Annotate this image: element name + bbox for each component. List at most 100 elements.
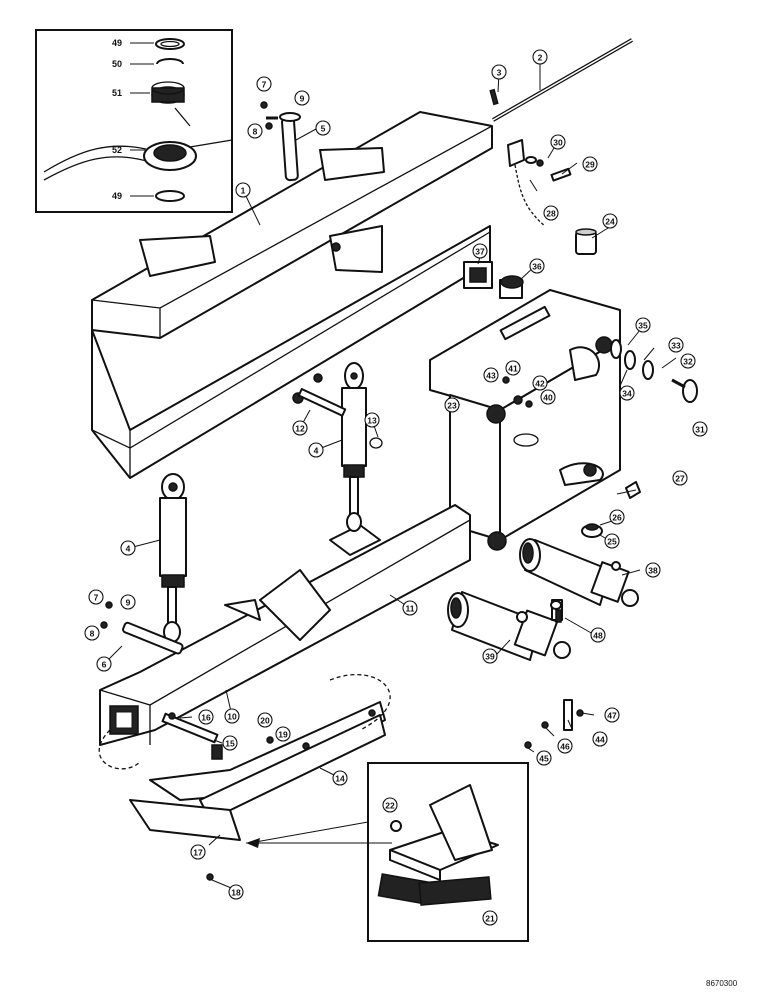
callout-circle [235, 182, 251, 198]
lower-beam [99, 504, 471, 746]
callout-number: 16 [201, 713, 211, 723]
callout-circle [505, 360, 521, 376]
callout: 19 [275, 726, 291, 742]
callout-number: 9 [126, 598, 131, 608]
drawing-code: 8670300 [706, 979, 738, 988]
pad-detail-inset [246, 762, 529, 942]
callout: 40 [540, 389, 556, 405]
callout: 24 [602, 213, 618, 229]
callout-number: 4 [314, 446, 319, 456]
callout-circle [315, 120, 331, 136]
callout-circle [635, 317, 651, 333]
callout-number: 26 [612, 513, 622, 523]
callout-circle [332, 770, 348, 786]
callout: 11 [402, 600, 418, 616]
callout-number: 36 [532, 262, 542, 272]
callout-number: 31 [695, 425, 705, 435]
callout-circle [247, 123, 263, 139]
callout-number: 42 [535, 379, 545, 389]
callout-number: 21 [485, 914, 495, 924]
callout-circle [532, 49, 548, 65]
callout: 9 [120, 594, 136, 610]
callout-number: 30 [553, 138, 563, 148]
callout-circle [444, 397, 460, 413]
callout-circle [88, 589, 104, 605]
callout-circle [604, 533, 620, 549]
callout-number: 44 [595, 735, 605, 745]
callout: 4 [308, 442, 324, 458]
long-pin [489, 38, 633, 122]
callout-number: 12 [295, 424, 305, 434]
callout-circle [120, 594, 136, 610]
callout-number: 23 [447, 401, 457, 411]
callout: 45 [536, 750, 552, 766]
callout-number: 13 [367, 416, 377, 426]
inset-label: 49 [112, 38, 122, 48]
callout: 43 [483, 367, 499, 383]
callout-circle [84, 625, 100, 641]
callout: 14 [332, 770, 348, 786]
callout-number: 27 [675, 474, 685, 484]
callout: 5 [315, 120, 331, 136]
callout-number: 47 [607, 711, 617, 721]
hydraulic-cylinder-right [341, 362, 367, 532]
callout: 22 [382, 797, 398, 813]
callout: 29 [582, 156, 598, 172]
callout-number: 39 [485, 652, 495, 662]
callout-circle [222, 735, 238, 751]
callout-circle [619, 385, 635, 401]
callout-circle [582, 156, 598, 172]
callout: 25 [604, 533, 620, 549]
callout-number: 34 [622, 389, 632, 399]
callout: 2 [532, 49, 548, 65]
chain [507, 139, 572, 227]
callout-number: 45 [539, 754, 549, 764]
callout: 13 [364, 412, 380, 428]
callout-number: 20 [260, 716, 270, 726]
callout-circle [540, 389, 556, 405]
callout-number: 28 [546, 209, 556, 219]
callout-circle [604, 707, 620, 723]
callout: 20 [257, 712, 273, 728]
callout: 1 [235, 182, 251, 198]
callout: 23 [444, 397, 460, 413]
callout-number: 24 [605, 217, 615, 227]
callout-circle [256, 76, 272, 92]
callout-number: 38 [648, 566, 658, 576]
callout-circle [645, 562, 661, 578]
callout: 3 [491, 64, 507, 80]
callout: 16 [198, 709, 214, 725]
callout: 33 [668, 337, 684, 353]
callout-circle [472, 243, 488, 259]
hydraulic-cylinder-left [159, 473, 187, 643]
callout: 12 [292, 420, 308, 436]
cylinder-39 [447, 591, 571, 661]
callout-circle [224, 708, 240, 724]
callout-number: 43 [486, 371, 496, 381]
callout-circle [292, 420, 308, 436]
callout-circle [120, 540, 136, 556]
callout-number: 11 [406, 604, 415, 614]
callout-circle [609, 509, 625, 525]
callout: 17 [190, 844, 206, 860]
hitch-housing [429, 289, 621, 551]
callout-circle [190, 844, 206, 860]
callout-number: 46 [560, 742, 570, 752]
callout-circle [96, 656, 112, 672]
drawbar [98, 674, 391, 841]
callout-number: 40 [543, 393, 553, 403]
callout: 8 [84, 625, 100, 641]
callout: 44 [592, 731, 608, 747]
callout-circle [557, 738, 573, 754]
callout-number: 22 [385, 801, 395, 811]
callout-circle [482, 648, 498, 664]
bushing-detail-inset: 49 50 51 52 49 [35, 29, 233, 213]
callout: 41 [505, 360, 521, 376]
callout-number: 17 [193, 848, 203, 858]
callout-circle [692, 421, 708, 437]
inset-label: 52 [112, 145, 122, 155]
callout: 9 [294, 90, 310, 106]
callout-circle [590, 627, 606, 643]
callout: 7 [256, 76, 272, 92]
small-parts [100, 101, 698, 881]
